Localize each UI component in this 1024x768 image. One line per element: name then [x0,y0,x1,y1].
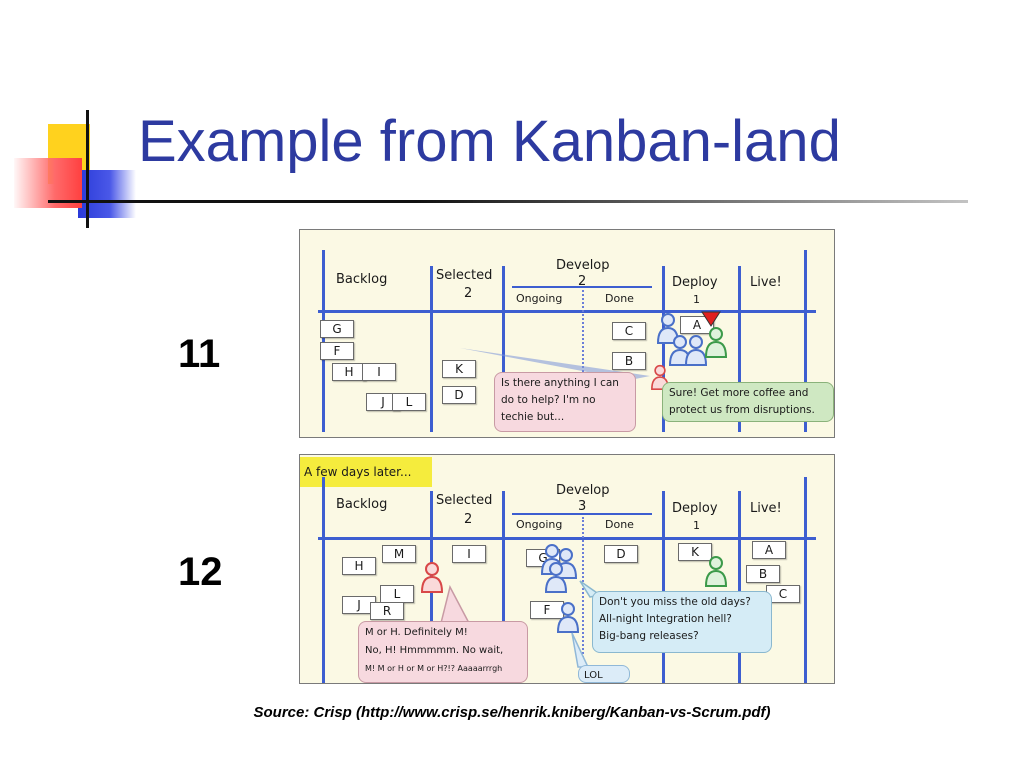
card-b: B [746,565,780,583]
person-icon [544,562,568,593]
person-icon [668,335,692,366]
column-develop: Develop [556,483,610,498]
card-g: G [320,320,354,338]
column-ongoing: Ongoing [516,292,563,305]
develop-subheader-line [512,513,652,515]
column-divider [502,266,505,432]
person-icon [704,556,728,587]
person-icon [704,327,728,358]
card-l: L [392,393,426,411]
column-ongoing: Ongoing [516,518,563,531]
card-d: D [442,386,476,404]
source-citation: Source: Crisp (http://www.crisp.se/henri… [253,704,771,721]
card-k: K [442,360,476,378]
column-divider [502,491,505,683]
develop-split-line [582,517,584,683]
board-left-border [322,250,325,432]
speech-bubble-old-days: Don't you miss the old days? All-night I… [592,591,772,653]
card-l: L [380,585,414,603]
title-decoration-red [14,158,82,208]
kanban-board-1: Backlog Selected 2 Develop 2 Ongoing Don… [299,229,835,438]
card-a: A [752,541,786,559]
column-deploy-limit: 1 [693,293,700,306]
speech-bubble-question: Is there anything I can do to help? I'm … [494,372,636,432]
card-i: I [452,545,486,563]
card-m: M [382,545,416,563]
column-selected-limit: 2 [464,512,473,527]
column-done: Done [605,518,634,531]
speech-bubble-answer: Sure! Get more coffee and protect us fro… [662,382,834,422]
card-i: I [362,363,396,381]
column-develop-limit: 3 [578,499,587,514]
board-header-line [318,310,816,313]
person-icon [684,335,708,366]
board-header-line [318,537,816,540]
column-divider [738,491,741,683]
column-selected: Selected [436,268,493,283]
column-live: Live! [750,501,782,516]
column-backlog: Backlog [336,497,388,512]
board-left-border [322,477,325,683]
person-icon [556,602,580,633]
card-c: C [766,585,800,603]
speech-bubble-indecisive: M or H. Definitely M! No, H! Hmmmmm. No … [358,621,528,683]
card-c: C [612,322,646,340]
column-backlog: Backlog [336,272,388,287]
title-underline [48,200,968,203]
title-decoration-vertical-line [86,110,89,228]
card-f: F [320,342,354,360]
develop-subheader-line [512,286,652,288]
card-b: B [612,352,646,370]
note-few-days-later: A few days later... [300,457,432,487]
card-r: R [370,602,404,620]
person-icon [420,562,444,593]
column-develop: Develop [556,258,610,273]
board-right-border [804,477,807,683]
speech-bubble-lol: LOL [578,665,630,683]
board-1-number: 11 [178,332,221,376]
board-right-border [804,250,807,432]
card-k: K [678,543,712,561]
column-develop-limit: 2 [578,274,587,289]
column-divider [662,491,665,683]
column-selected-limit: 2 [464,286,473,301]
column-selected: Selected [436,493,493,508]
column-divider [738,266,741,432]
column-done: Done [605,292,634,305]
red-triangle-icon [701,311,721,327]
card-h: H [342,557,376,575]
board-2-number: 12 [178,550,223,594]
develop-split-line [582,290,584,432]
card-a: A [680,316,714,334]
column-divider [430,266,433,432]
column-deploy: Deploy [672,501,718,516]
column-divider [662,266,665,432]
column-deploy-limit: 1 [693,519,700,532]
slide-title: Example from Kanban-land [138,109,841,174]
column-deploy: Deploy [672,275,718,290]
kanban-board-2: A few days later... Backlog Selected 2 D… [299,454,835,684]
column-live: Live! [750,275,782,290]
card-d: D [604,545,638,563]
